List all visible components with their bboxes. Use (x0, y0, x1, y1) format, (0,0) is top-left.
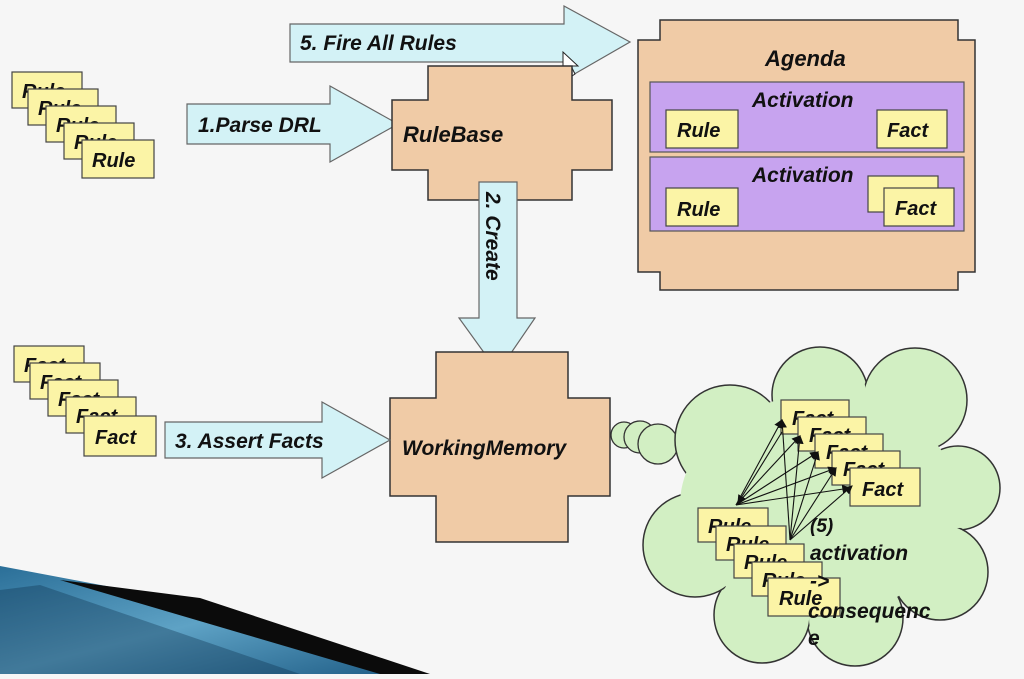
svg-text:activation: activation (810, 542, 908, 565)
fact-card: Fact (849, 467, 921, 507)
agenda-box: Agenda Activation Rule Fact Activation R… (637, 19, 976, 291)
svg-text:Fact: Fact (95, 427, 137, 449)
activation-box: Activation Rule Fact (649, 156, 965, 232)
arrow-parse-drl: 1.Parse DRL (186, 84, 400, 164)
svg-text:Rule: Rule (677, 120, 720, 142)
svg-text:WorkingMemory: WorkingMemory (402, 437, 567, 460)
working-memory-box: WorkingMemory (389, 351, 611, 543)
rule-card: Rule (665, 187, 739, 227)
svg-text:1.Parse DRL: 1.Parse DRL (198, 114, 322, 137)
arrow-fire-all-rules: 5. Fire All Rules (289, 4, 632, 82)
svg-text:(5): (5) (810, 516, 833, 537)
svg-text:e: e (808, 627, 820, 650)
rule-card: Rule (665, 109, 739, 149)
cloud-rule-stack: Rule Rule Rule Rule Rule (697, 507, 841, 617)
svg-text:5. Fire All Rules: 5. Fire All Rules (300, 32, 457, 55)
arrow-assert-facts: 3. Assert Facts (164, 400, 392, 480)
rule-card: Rule (767, 577, 841, 617)
svg-text:Rule: Rule (92, 150, 135, 172)
svg-text:RuleBase: RuleBase (403, 122, 503, 147)
thought-bubbles (610, 420, 679, 465)
fact-stack: Fact Fact Fact Fact Fact (13, 345, 157, 457)
fact-card: Fact (876, 109, 948, 149)
svg-text:->: -> (810, 570, 829, 593)
svg-text:Activation: Activation (751, 89, 854, 112)
svg-text:Activation: Activation (751, 164, 854, 187)
svg-text:Fact: Fact (887, 120, 929, 142)
activation-box: Activation Rule Fact (649, 81, 965, 153)
cloud-note: (5) activation -> consequenc e (808, 516, 931, 650)
svg-text:Agenda: Agenda (764, 46, 846, 71)
svg-text:Fact: Fact (862, 479, 904, 501)
svg-text:2. Create: 2. Create (481, 191, 504, 281)
svg-text:consequenc: consequenc (808, 600, 931, 623)
rule-card: Rule (81, 139, 155, 179)
fact-card: Fact (883, 187, 955, 227)
svg-text:Fact: Fact (895, 198, 937, 220)
fact-rule-links (735, 418, 853, 541)
svg-text:Rule: Rule (677, 199, 720, 221)
fact-card: Fact (83, 415, 157, 457)
svg-text:Rule: Rule (779, 588, 822, 610)
rulebase-box: RuleBase (391, 65, 613, 201)
arrow-create: 2. Create (457, 181, 537, 374)
svg-text:3. Assert Facts: 3. Assert Facts (175, 430, 324, 453)
decorative-swoosh (0, 566, 430, 674)
rule-stack: Rule Rule Rule Rule Rule (11, 71, 155, 179)
